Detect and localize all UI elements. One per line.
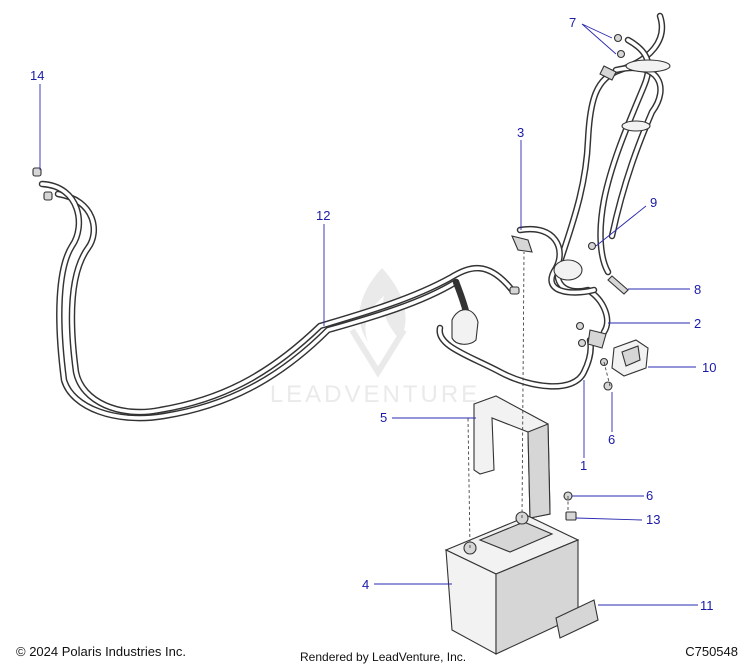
callout-9: 9 — [650, 195, 657, 210]
assembly-lines — [467, 251, 611, 549]
battery-pad-11 — [555, 599, 599, 639]
cable-clip-top — [625, 59, 671, 73]
nut-7a — [613, 33, 623, 43]
nut-2b — [577, 338, 587, 348]
callout-10: 10 — [702, 360, 716, 375]
rendered-by-text: Rendered by LeadVenture, Inc. — [300, 650, 467, 664]
harness-end-terminal — [509, 286, 520, 295]
copyright-text: © 2024 Polaris Industries Inc. — [16, 644, 186, 659]
ring-terminal-14a — [32, 167, 42, 177]
nut-9 — [587, 241, 597, 251]
wiring-harness-12 — [32, 167, 520, 422]
figure-code: C750548 — [685, 644, 738, 659]
cable-lug-2 — [587, 329, 607, 349]
watermark: LEADVENTURE — [270, 268, 480, 408]
callout-7: 7 — [569, 15, 576, 30]
battery-4 — [444, 511, 580, 655]
fasteners — [563, 33, 629, 521]
callout-6a: 6 — [608, 432, 615, 447]
callout-12: 12 — [316, 208, 330, 223]
cable-clip-low — [553, 259, 583, 281]
watermark-flame-icon — [359, 268, 406, 342]
callout-13: 13 — [646, 512, 660, 527]
callout-8: 8 — [694, 282, 701, 297]
battery-cables — [436, 12, 671, 390]
bolt-6 — [603, 381, 613, 391]
callout-5: 5 — [380, 410, 387, 425]
leader-lines — [39, 23, 698, 606]
terminal-boot — [451, 309, 479, 345]
cable-clip-mid — [621, 120, 651, 132]
callout-1: 1 — [580, 458, 587, 473]
callouts: 14 12 3 7 9 8 2 10 5 6 1 6 13 4 11 — [30, 15, 716, 613]
relay-10 — [599, 339, 649, 377]
callout-3: 3 — [517, 125, 524, 140]
callout-11: 11 — [700, 598, 714, 613]
watermark-text: LEADVENTURE — [270, 381, 480, 408]
callout-6b: 6 — [646, 488, 653, 503]
bolt-8 — [607, 275, 629, 295]
callout-4: 4 — [362, 577, 369, 592]
callout-14: 14 — [30, 68, 44, 83]
nut-7b — [616, 49, 626, 59]
cable-lug-3 — [511, 235, 533, 253]
nut-2a — [575, 321, 585, 331]
battery-bracket-5 — [473, 395, 551, 519]
clip-13 — [565, 511, 577, 521]
watermark-chevron-icon — [349, 328, 407, 378]
callout-2: 2 — [694, 316, 701, 331]
cable-lug-7 — [599, 65, 617, 81]
ring-terminal-14b — [43, 191, 53, 201]
